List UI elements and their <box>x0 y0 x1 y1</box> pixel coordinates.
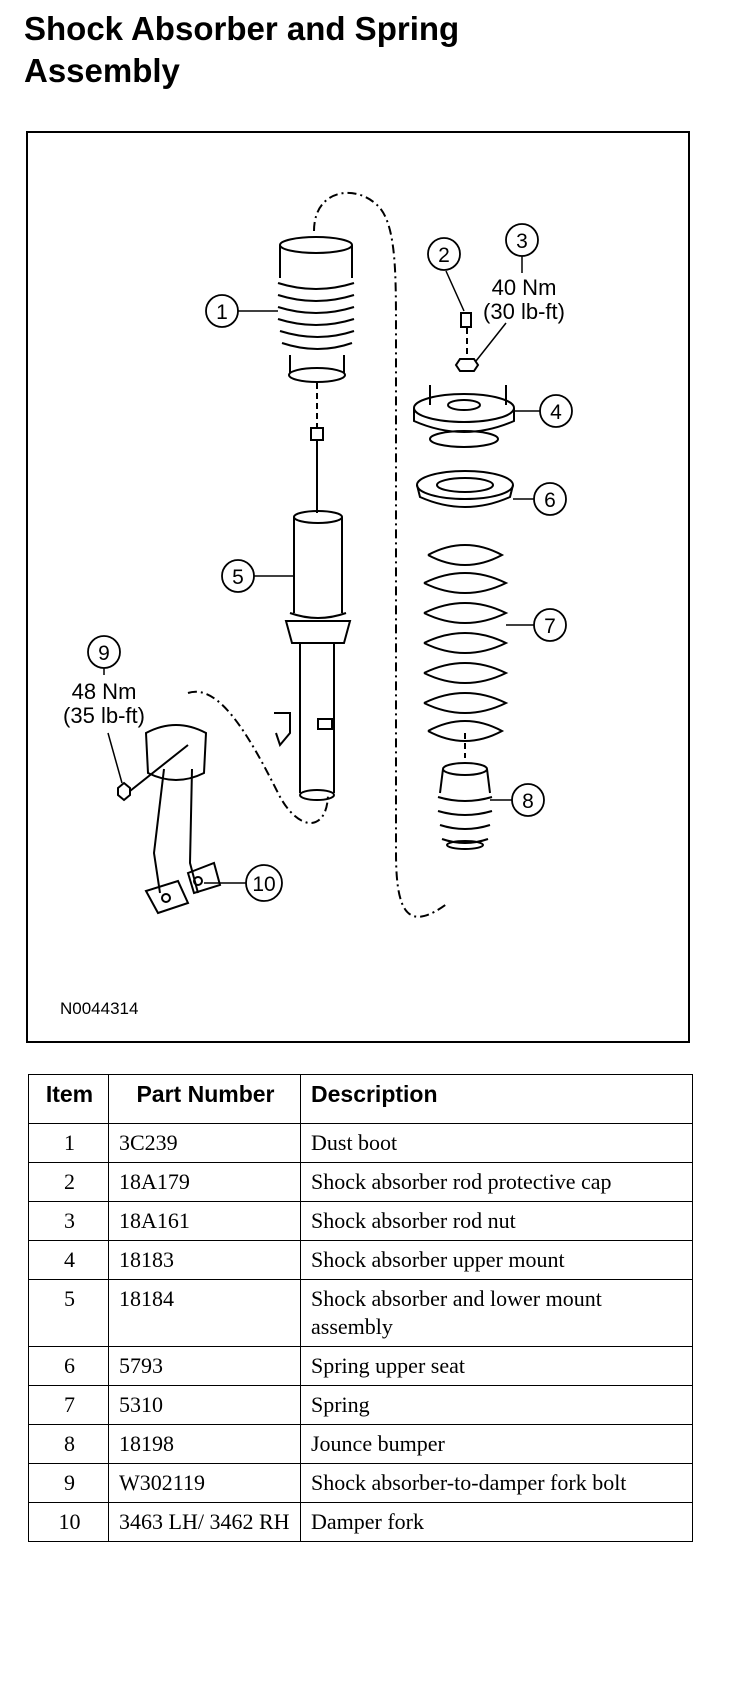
table-row: 7 5310 Spring <box>28 1385 693 1425</box>
cell-part-number: 18A179 <box>108 1162 301 1202</box>
page-title-line-2: Assembly <box>24 52 180 89</box>
column-header-description: Description <box>300 1074 693 1124</box>
cell-item: 1 <box>28 1123 109 1163</box>
callout-6-number: 6 <box>544 489 556 512</box>
callout-3-torque-lbft: (30 lb-ft) <box>483 299 565 324</box>
callout-10: 10 <box>204 864 283 902</box>
cell-part-number: W302119 <box>108 1463 301 1503</box>
callout-1: 1 <box>205 294 278 328</box>
cell-description: Shock absorber rod nut <box>300 1201 693 1241</box>
callout-2: 2 <box>427 237 465 312</box>
callout-6: 6 <box>513 482 567 516</box>
cell-part-number: 3463 LH/ 3462 RH <box>108 1502 301 1542</box>
table-row: 10 3463 LH/ 3462 RH Damper fork <box>28 1502 693 1542</box>
table-row: 6 5793 Spring upper seat <box>28 1346 693 1386</box>
exploded-view-drawing: 1 2 3 40 Nm (30 lb-ft) 4 <box>63 192 573 918</box>
column-header-item: Item <box>28 1074 109 1124</box>
table-row: 9 W302119 Shock absorber-to-damper fork … <box>28 1463 693 1503</box>
table-row: 3 18A161 Shock absorber rod nut <box>28 1201 693 1241</box>
cell-item: 3 <box>28 1201 109 1241</box>
cell-description: Jounce bumper <box>300 1424 693 1464</box>
dust-boot-drawing <box>277 236 355 383</box>
table-row: 1 3C239 Dust boot <box>28 1123 693 1163</box>
callout-3: 3 40 Nm (30 lb-ft) <box>475 223 565 362</box>
page-title-line-1: Shock Absorber and Spring <box>24 10 460 47</box>
assembly-dashed-path <box>313 192 449 918</box>
column-header-part-number: Part Number <box>108 1074 301 1124</box>
cell-part-number: 5310 <box>108 1385 301 1425</box>
cell-item: 6 <box>28 1346 109 1386</box>
shock-absorber-drawing <box>274 427 352 801</box>
exploded-view-illustration: 1 2 3 40 Nm (30 lb-ft) 4 <box>26 131 690 1043</box>
callout-8: 8 <box>490 783 545 817</box>
cell-part-number: 5793 <box>108 1346 301 1386</box>
cell-item: 4 <box>28 1240 109 1280</box>
callout-9-number: 9 <box>98 642 110 665</box>
callout-3-torque-nm: 40 Nm <box>492 275 557 300</box>
callout-9-torque-nm: 48 Nm <box>72 679 137 704</box>
callout-4-number: 4 <box>550 401 562 424</box>
parts-table: Item Part Number Description 1 3C239 Dus… <box>28 1074 693 1542</box>
callout-4: 4 <box>514 394 573 428</box>
cell-item: 2 <box>28 1162 109 1202</box>
page-title: Shock Absorber and Spring Assembly <box>24 8 714 92</box>
callout-5-number: 5 <box>232 566 244 589</box>
callout-9-torque-lbft: (35 lb-ft) <box>63 703 145 728</box>
callout-8-number: 8 <box>522 790 534 813</box>
parts-table-header-row: Item Part Number Description <box>28 1074 693 1124</box>
callout-5: 5 <box>221 559 294 593</box>
table-row: 4 18183 Shock absorber upper mount <box>28 1240 693 1280</box>
callout-1-number: 1 <box>216 301 228 324</box>
cell-description: Damper fork <box>300 1502 693 1542</box>
table-row: 2 18A179 Shock absorber rod protective c… <box>28 1162 693 1202</box>
cell-description: Shock absorber rod protective cap <box>300 1162 693 1202</box>
callout-7-number: 7 <box>544 615 556 638</box>
fork-dashed-path <box>187 690 329 824</box>
callout-9: 9 48 Nm (35 lb-ft) <box>63 635 145 784</box>
cell-description: Shock absorber-to-damper fork bolt <box>300 1463 693 1503</box>
damper-fork-drawing <box>144 724 222 915</box>
table-row: 5 18184 Shock absorber and lower mount a… <box>28 1279 693 1347</box>
cell-item: 8 <box>28 1424 109 1464</box>
cell-description: Shock absorber upper mount <box>300 1240 693 1280</box>
cell-item: 7 <box>28 1385 109 1425</box>
cell-item: 5 <box>28 1279 109 1347</box>
protective-cap-drawing <box>460 312 472 328</box>
cell-part-number: 3C239 <box>108 1123 301 1163</box>
cell-part-number: 18A161 <box>108 1201 301 1241</box>
spring-upper-seat-drawing <box>416 470 514 508</box>
coil-spring-drawing <box>423 544 509 742</box>
cell-description: Dust boot <box>300 1123 693 1163</box>
callout-7: 7 <box>506 608 567 642</box>
cell-description: Spring <box>300 1385 693 1425</box>
upper-mount-drawing <box>413 385 515 448</box>
cell-description: Spring upper seat <box>300 1346 693 1386</box>
callout-10-number: 10 <box>252 873 275 896</box>
cell-part-number: 18184 <box>108 1279 301 1347</box>
jounce-bumper-drawing <box>437 762 493 850</box>
cell-part-number: 18183 <box>108 1240 301 1280</box>
callout-2-number: 2 <box>438 244 450 267</box>
figure-id: N0044314 <box>60 999 139 1018</box>
fork-bolt-drawing <box>117 744 189 802</box>
callout-3-number: 3 <box>516 230 528 253</box>
table-row: 8 18198 Jounce bumper <box>28 1424 693 1464</box>
cell-item: 9 <box>28 1463 109 1503</box>
rod-nut-drawing <box>454 358 480 372</box>
cell-part-number: 18198 <box>108 1424 301 1464</box>
cell-item: 10 <box>28 1502 109 1542</box>
cell-description: Shock absorber and lower mount assembly <box>300 1279 693 1347</box>
